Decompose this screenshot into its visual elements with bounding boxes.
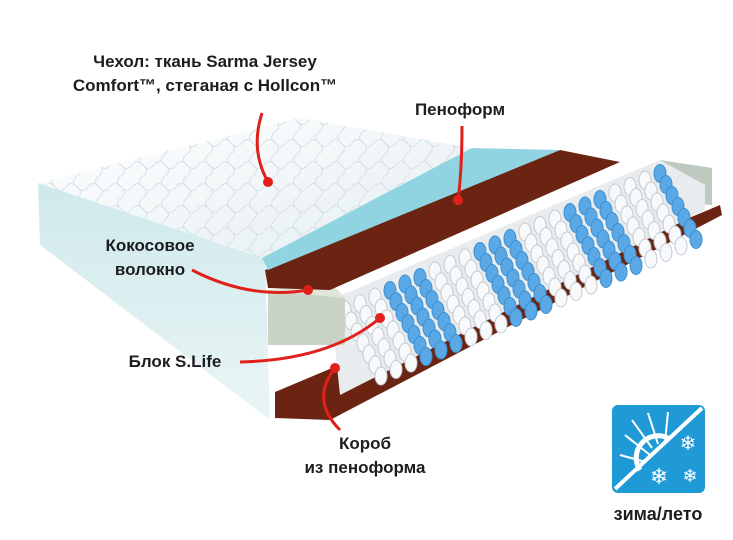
foam-layer	[262, 148, 560, 270]
leader-springs	[239, 316, 381, 364]
spring-coil	[674, 236, 688, 256]
leader-lines	[191, 112, 464, 432]
spring-coil	[419, 347, 433, 366]
spring-coil	[479, 321, 493, 340]
spring-coil	[584, 275, 598, 295]
label-coconut-line1: Кокосовое	[105, 236, 195, 255]
spring-coil	[599, 269, 613, 288]
label-foam-box: Короб из пеноформа	[290, 432, 440, 480]
label-cover-line2: Comfort™, стеганая с Hollcon™	[72, 76, 338, 95]
label-cover: Чехол: ткань Sarma Jersey Comfort™, стег…	[30, 50, 380, 98]
spring-coil	[554, 288, 568, 308]
spring-coil	[494, 314, 508, 334]
side-foam-block	[268, 290, 345, 345]
spring-coil	[524, 301, 538, 321]
label-box-line1: Короб	[338, 434, 392, 453]
svg-text:❄: ❄	[682, 466, 697, 486]
leader-coconut	[191, 268, 309, 294]
spring-coil	[464, 327, 478, 347]
spring-coil	[689, 230, 703, 249]
spring-coil	[614, 262, 628, 282]
mattress-side	[38, 183, 270, 420]
leader-box	[322, 367, 342, 432]
leader-foam	[456, 125, 464, 201]
spring-coil	[404, 353, 418, 373]
label-foam: Пеноформ	[414, 100, 506, 119]
spring-coil	[629, 256, 643, 275]
spring-coil	[374, 366, 388, 386]
label-box-line2: из пеноформа	[304, 458, 426, 477]
spring-coil	[449, 334, 463, 353]
spring-coil	[644, 249, 658, 269]
coconut-layer	[265, 150, 620, 290]
spring-coil	[659, 243, 673, 262]
spring-coil	[389, 360, 403, 379]
winter-summer-icon: ❄ ❄ ❄	[612, 405, 705, 493]
spring-coil	[539, 295, 553, 314]
label-coconut-line2: волокно	[114, 260, 186, 279]
spring-coil	[434, 340, 448, 360]
leader-dots	[263, 177, 463, 373]
label-cover-line1: Чехол: ткань Sarma Jersey	[93, 52, 317, 71]
label-coconut: Кокосовое волокно	[80, 234, 220, 282]
leader-cover	[255, 112, 270, 183]
label-spring-block: Блок S.Life	[128, 352, 222, 371]
svg-text:❄: ❄	[680, 433, 697, 455]
spring-coil	[569, 282, 583, 301]
svg-text:❄: ❄	[650, 464, 668, 489]
spring-coil	[509, 308, 523, 327]
badge-label: зима/лето	[613, 504, 703, 524]
